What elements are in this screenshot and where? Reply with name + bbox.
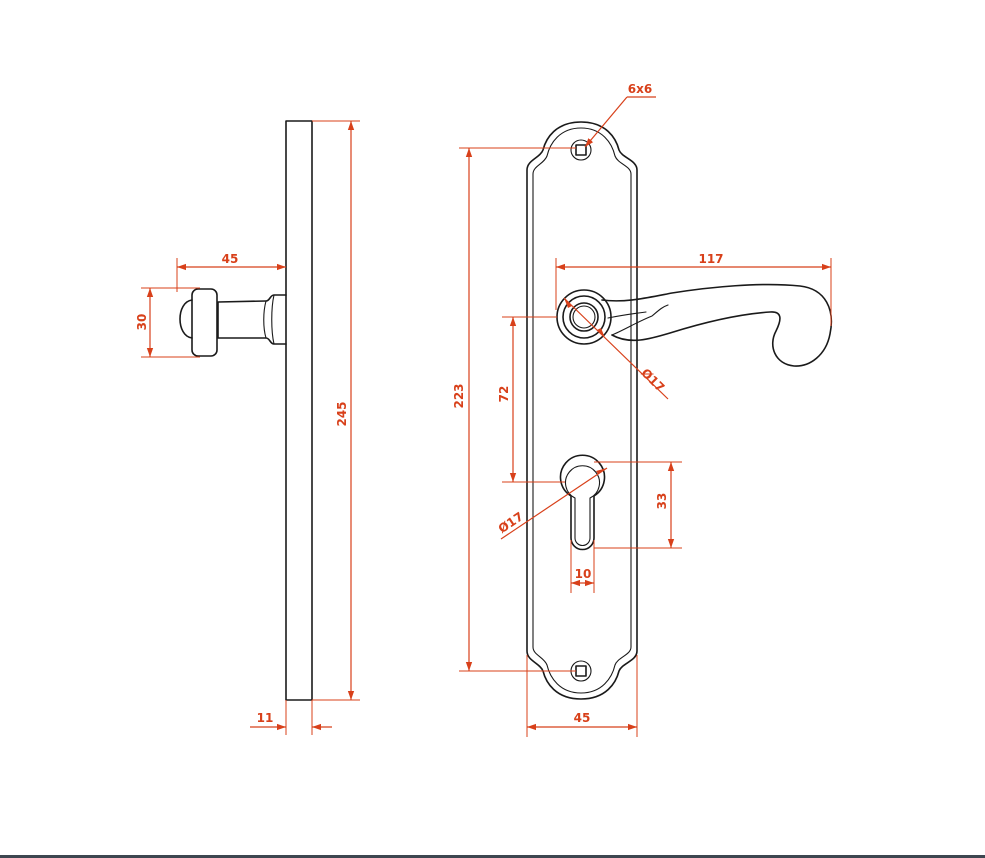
screw-hole-label: 6x6: [628, 82, 652, 96]
front-dim-223: 223: [452, 147, 576, 672]
front-dim-rose-dia: Ø17: [563, 297, 669, 400]
front-lever: [601, 283, 833, 367]
plate-width-label: 45: [574, 711, 591, 725]
lever-neck: [611, 304, 669, 336]
top-screw-hole: [570, 139, 592, 161]
front-dim-10: 10: [570, 540, 595, 593]
front-view: 6x6 117 Ø17 72 223: [452, 82, 833, 737]
side-dim-45: 45: [176, 252, 286, 292]
side-plate: [285, 120, 313, 701]
plate-height-label: 245: [335, 401, 349, 426]
plate-thickness-label: 11: [257, 711, 274, 725]
cylinder-keyhole: [559, 454, 606, 551]
lever-rose: [556, 289, 612, 345]
lever-height-label: 30: [135, 314, 149, 331]
front-dim-33: 33: [594, 461, 682, 549]
side-view: 45 30 245 11: [135, 120, 360, 735]
side-lever: [179, 288, 287, 357]
front-dim-6x6: 6x6: [584, 82, 656, 148]
side-dim-245: 245: [312, 120, 360, 701]
backplate-outline: [526, 121, 638, 700]
side-dim-30: 30: [135, 287, 200, 358]
bottom-border: [0, 855, 985, 858]
front-dim-45: 45: [526, 655, 638, 737]
front-dim-72: 72: [497, 316, 565, 483]
cylinder-width-label: 10: [575, 567, 592, 581]
screw-spacing-label: 223: [452, 383, 466, 408]
lever-length-label: 117: [698, 252, 723, 266]
cylinder-height-label: 33: [655, 493, 669, 510]
lever-projection-label: 45: [222, 252, 239, 266]
front-dim-117: 117: [555, 252, 832, 326]
rose-diameter-label: Ø17: [638, 366, 667, 395]
side-dim-11: 11: [250, 700, 332, 735]
axis-distance-label: 72: [497, 386, 511, 403]
backplate-inner-outline: [532, 127, 632, 694]
